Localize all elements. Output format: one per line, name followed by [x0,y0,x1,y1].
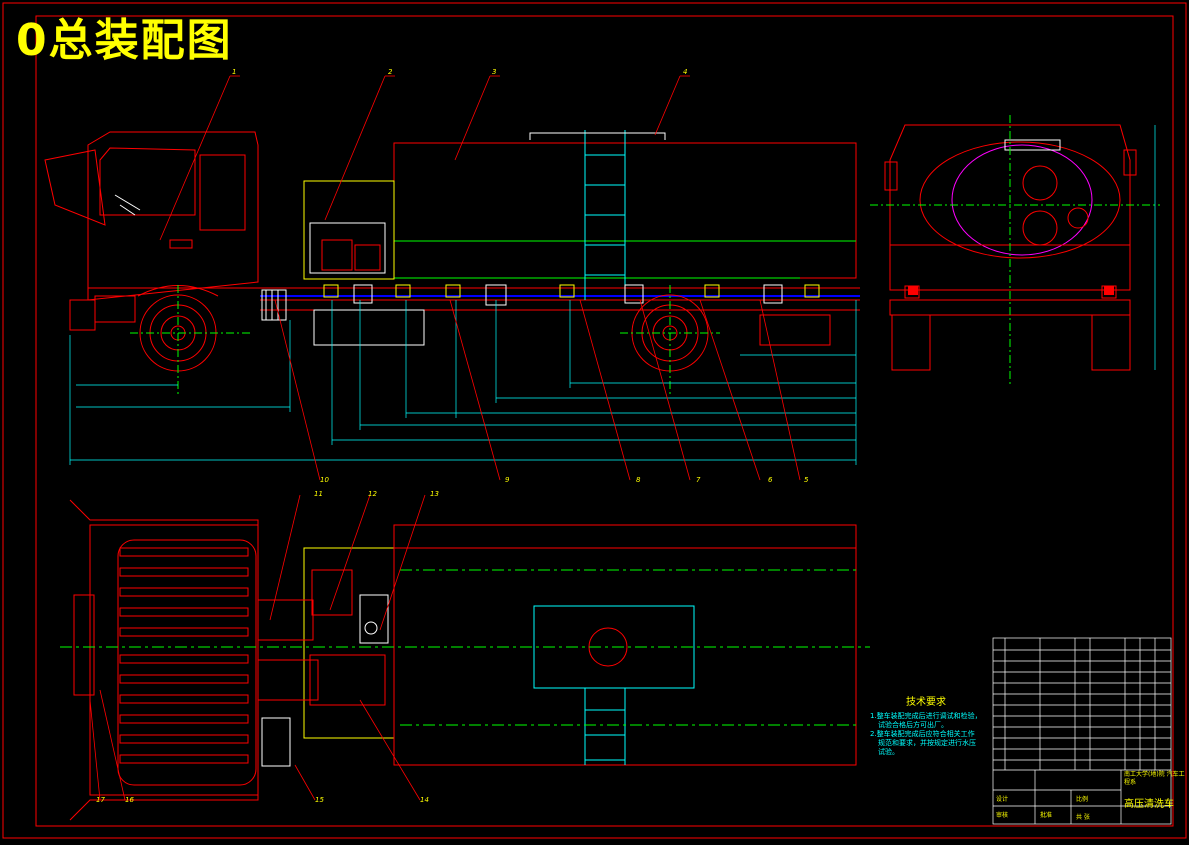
part-label: 10 [320,476,329,484]
scale-label: 比例 [1076,796,1089,803]
tech-requirement-line: 规范和要求，并按规定进行水压 [878,739,976,747]
part-label: 7 [696,476,701,484]
tech-requirements-title: 技术要求 [906,697,946,708]
sheet-label: 共 张 [1076,814,1090,821]
part-label-texts: 1 2 3 4 5 6 7 8 9 10 11 12 13 14 15 16 1… [96,68,809,804]
part-label: 17 [96,796,105,804]
title-block [992,637,1172,825]
part-label: 12 [368,490,377,498]
part-label: 8 [636,476,641,484]
part-label: 1 [232,68,236,76]
part-label: 14 [420,796,429,804]
leader-lines [89,75,801,801]
tech-requirement-line: 1.整车装配完成后进行调试和检验， [870,712,982,720]
rear-right-lamp [1104,286,1114,295]
part-label: 2 [388,68,393,76]
part-label: 5 [804,476,809,484]
check-label: 审核 [996,812,1009,819]
tech-requirement-line: 试验。 [878,748,899,756]
top-view [60,499,870,821]
side-view [44,130,860,465]
part-label: 9 [505,476,510,484]
drawn-label: 设计 [996,796,1009,803]
part-label: 15 [315,796,324,804]
rear-view [870,115,1160,385]
drawing-title: 0总装配图 [16,15,233,66]
tech-requirement-line: 试验合格后方可出厂。 [878,721,948,729]
rear-left-lamp [908,286,918,295]
part-label: 3 [492,68,496,76]
tech-requirement-line: 2.整车装配完成后应符合相关工作 [870,730,975,738]
part-label: 6 [768,476,773,484]
product-title: 高压清洗车 [1124,799,1174,810]
part-label: 11 [314,490,323,498]
part-label: 4 [683,68,687,76]
part-label: 16 [125,796,134,804]
part-label: 13 [430,490,439,498]
approve-label: 批准 [1040,812,1053,819]
inner-border [35,15,1174,827]
school-name: 南工大学(地)院 汽车工程系 [1124,771,1185,786]
